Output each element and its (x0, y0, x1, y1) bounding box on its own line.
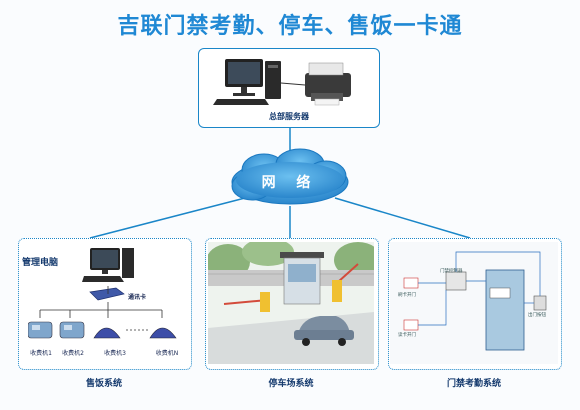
controller-label: 门禁控制器 (440, 269, 463, 274)
card-read-label: 读卡开门 (398, 333, 416, 338)
terminal-3-label: 收费机3 (104, 350, 126, 357)
guard-booth-icon (280, 252, 324, 305)
diagram-title: 吉联门禁考勤、停车、售饭一卡通 (117, 14, 463, 39)
canteen-system-label: 售饭系统 (85, 379, 122, 389)
terminal-2-icon (59, 321, 85, 339)
server-box: 总部服务器 (198, 48, 380, 128)
terminal-icons (28, 321, 177, 339)
exit-button-label: 出门按钮 (528, 313, 546, 318)
server-computer-icon (213, 59, 351, 106)
controller-icon (445, 271, 467, 291)
terminal-1-label: 收费机1 (30, 350, 52, 357)
comm-card-icon (89, 287, 125, 301)
printer-icon (305, 62, 351, 106)
exit-button-icon (533, 295, 547, 311)
manager-computer-icon (82, 248, 134, 282)
terminal-2-label: 收费机2 (62, 350, 84, 357)
parking-system-label: 停车场系统 (268, 379, 314, 389)
card-swipe-label: 刷卡开门 (398, 293, 416, 298)
access-scene-image (390, 242, 558, 364)
network-access-line (334, 197, 471, 239)
door-icon (485, 269, 525, 351)
server-label: 总部服务器 (269, 112, 309, 121)
terminal-n-label: 收费机N (155, 350, 179, 357)
access-system-label: 门禁考勤系统 (446, 379, 501, 389)
network-cloud-icon (231, 148, 349, 205)
car-icon (294, 316, 354, 346)
comm-card-label: 通讯卡 (128, 294, 147, 301)
manager-pc-label: 管理电脑 (22, 258, 59, 268)
terminal-n-icon (149, 327, 177, 339)
terminal-3-icon (93, 327, 121, 339)
terminal-1-icon (28, 321, 53, 339)
network-canteen-line (89, 197, 246, 239)
network-label: 网 络 (261, 175, 319, 191)
parking-scene-image (208, 242, 374, 364)
canteen-wiring (39, 286, 163, 331)
